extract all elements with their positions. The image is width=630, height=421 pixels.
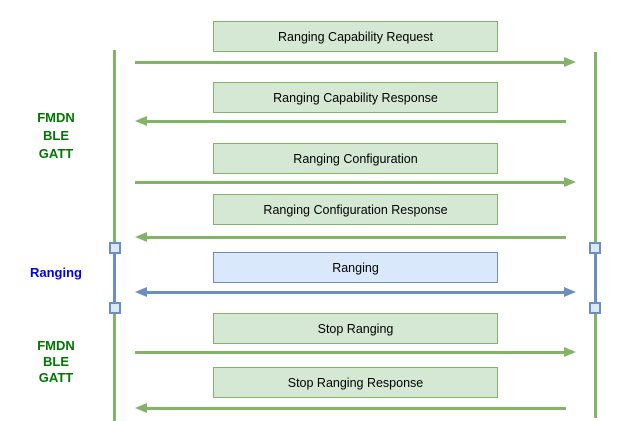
- arrow-line: [135, 180, 567, 184]
- message-box-ranging: Ranging: [213, 252, 498, 283]
- arrowhead-right-icon: [564, 176, 576, 187]
- session-start-node-right: [589, 242, 601, 254]
- message-arrow-bidirectional: [135, 286, 576, 298]
- message-label: Stop Ranging: [317, 321, 394, 336]
- message-arrow-left: [135, 115, 576, 127]
- arrowhead-left-icon: [135, 115, 147, 126]
- phase-label-line: BLE: [43, 128, 69, 143]
- message-box-ranging-capability-response: Ranging Capability Response: [213, 82, 498, 113]
- arrow-line: [144, 290, 567, 294]
- left-lifeline: [113, 50, 116, 421]
- session-end-node-right: [589, 302, 601, 314]
- phase-label-line: Ranging: [30, 265, 82, 280]
- message-arrow-left: [135, 402, 576, 414]
- arrow-line: [135, 60, 567, 64]
- message-label: Ranging: [332, 260, 379, 275]
- message-box-stop-ranging-response: Stop Ranging Response: [213, 367, 498, 398]
- session-end-node-left: [109, 302, 121, 314]
- phase-label-fmdn-ble-gatt-top: FMDN BLE GATT: [6, 109, 106, 163]
- message-label: Ranging Capability Response: [273, 90, 438, 105]
- arrowhead-left-icon: [135, 402, 147, 413]
- message-box-ranging-configuration: Ranging Configuration: [213, 143, 498, 174]
- message-label: Ranging Configuration: [293, 151, 418, 166]
- message-arrow-right: [135, 346, 576, 358]
- session-start-node-left: [109, 242, 121, 254]
- phase-label-fmdn-ble-gatt-bottom: FMDN BLE GATT: [6, 338, 106, 386]
- message-arrow-right: [135, 176, 576, 188]
- phase-label-ranging: Ranging: [6, 264, 106, 281]
- arrow-line: [144, 119, 566, 123]
- phase-label-line: BLE: [43, 354, 69, 369]
- phase-label-line: GATT: [38, 370, 74, 385]
- message-label: Ranging Configuration Response: [263, 202, 448, 217]
- ranging-session-segment-left: [113, 248, 116, 308]
- arrowhead-right-icon: [564, 286, 576, 297]
- arrowhead-right-icon: [564, 56, 576, 67]
- right-lifeline: [594, 52, 597, 418]
- message-box-stop-ranging: Stop Ranging: [213, 313, 498, 344]
- arrowhead-right-icon: [564, 346, 576, 357]
- message-arrow-right: [135, 56, 576, 68]
- phase-label-line: GATT: [38, 146, 74, 161]
- arrowhead-left-icon: [135, 231, 147, 242]
- arrowhead-left-icon: [135, 286, 147, 297]
- ranging-session-segment-right: [594, 248, 597, 308]
- arrow-line: [135, 350, 567, 354]
- arrow-line: [144, 235, 566, 239]
- message-arrow-left: [135, 231, 576, 243]
- arrow-line: [144, 406, 566, 410]
- message-box-ranging-capability-request: Ranging Capability Request: [213, 21, 498, 52]
- message-box-ranging-configuration-response: Ranging Configuration Response: [213, 194, 498, 225]
- phase-label-line: FMDN: [37, 338, 75, 353]
- message-label: Ranging Capability Request: [278, 29, 433, 44]
- message-label: Stop Ranging Response: [287, 375, 424, 390]
- phase-label-line: FMDN: [37, 110, 75, 125]
